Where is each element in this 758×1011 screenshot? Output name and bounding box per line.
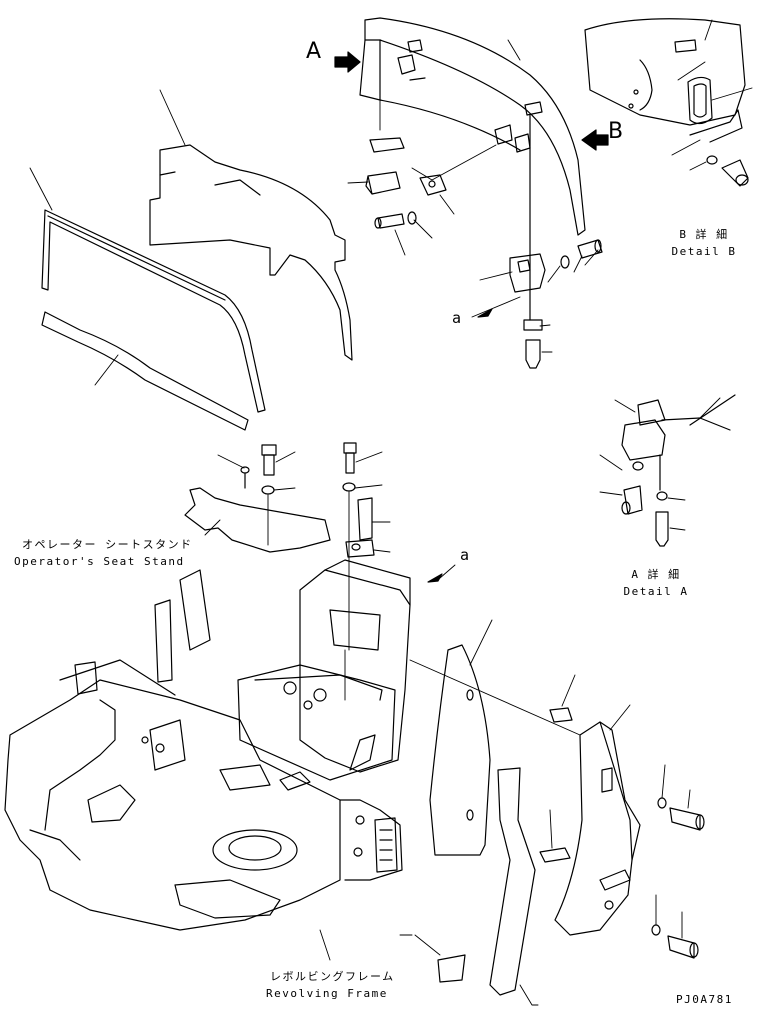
detail-a-jp-label: A 詳 細 bbox=[631, 568, 681, 581]
leader-lines-left bbox=[29, 89, 186, 386]
detail-a-drawing bbox=[621, 394, 736, 547]
leader-lines-detail-b bbox=[671, 19, 753, 171]
small-a-mid-label: a bbox=[460, 546, 471, 564]
detail-a-arrow bbox=[334, 51, 361, 73]
revolving-frame-jp-label: レボルビングフレーム bbox=[270, 970, 395, 983]
revolving-frame bbox=[4, 659, 403, 931]
window-seal bbox=[41, 209, 266, 413]
insulation-panel bbox=[149, 144, 353, 361]
leader-lines-frame bbox=[204, 519, 581, 961]
leader-a-mid bbox=[439, 564, 456, 579]
detail-b-en-label: Detail B bbox=[671, 245, 737, 258]
detail-a-marker-label: A bbox=[306, 39, 322, 64]
detail-b-arrow bbox=[581, 129, 609, 151]
leader-lines-right bbox=[344, 619, 691, 1006]
side-cover-right bbox=[554, 721, 641, 936]
rear-cover-panel bbox=[359, 17, 586, 236]
lower-seal-strip bbox=[41, 311, 249, 431]
detail-b-jp-label: B 詳 細 bbox=[679, 228, 729, 241]
hinge-parts-top bbox=[365, 114, 603, 369]
seat-stand-jp-label: オペレーター シートスタンド bbox=[22, 538, 193, 551]
leader-lines-top bbox=[347, 39, 599, 353]
side-strip bbox=[489, 767, 536, 996]
detail-b-marker-label: B bbox=[608, 119, 624, 144]
seat-stand-en-label: Operator's Seat Stand bbox=[14, 555, 185, 568]
arrow-a-top bbox=[477, 308, 493, 318]
seat-stand-bolts bbox=[240, 442, 375, 558]
leader-lines-bolts bbox=[217, 451, 391, 651]
drawing-number: PJ0A781 bbox=[676, 993, 733, 1006]
small-a-top-label: a bbox=[452, 309, 463, 327]
detail-a-en-label: Detail A bbox=[623, 585, 689, 598]
leader-lines-detail-a bbox=[599, 397, 721, 531]
pads-and-bolts-right bbox=[437, 707, 705, 983]
detail-b-drawing bbox=[584, 18, 749, 187]
revolving-frame-en-label: Revolving Frame bbox=[266, 987, 388, 1000]
seat-stand bbox=[154, 487, 411, 781]
side-cover-left bbox=[429, 644, 491, 856]
